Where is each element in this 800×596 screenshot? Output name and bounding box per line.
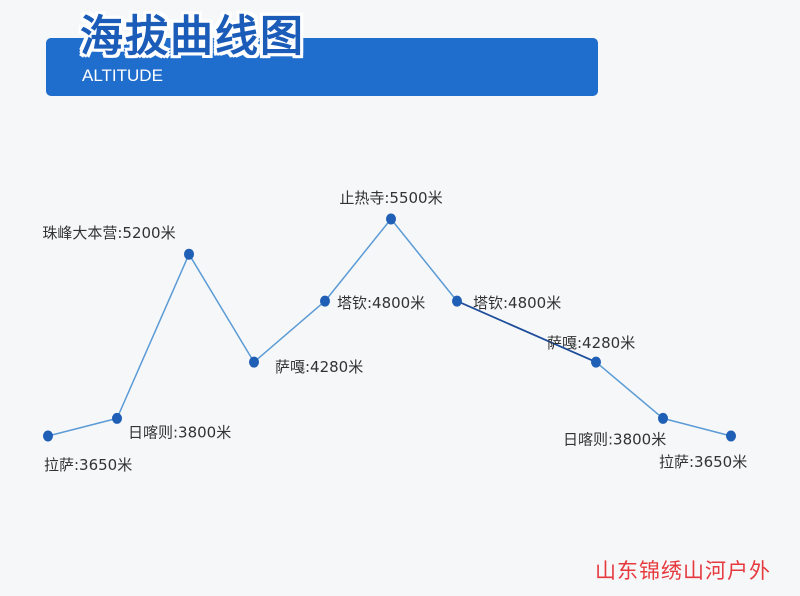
data-point [591, 356, 601, 368]
line-segment [390, 218, 458, 302]
footer-watermark: 山东锦绣山河户外 [595, 559, 771, 583]
line-segment [662, 417, 732, 437]
data-point [320, 295, 330, 307]
data-label: 拉萨:3650米 [44, 456, 132, 474]
data-point [43, 430, 53, 442]
line-segment [253, 300, 326, 363]
title-banner [46, 38, 598, 96]
data-point [184, 248, 194, 260]
chart-subtitle: ALTITUDE [82, 66, 163, 85]
data-label: 日喀则:3800米 [128, 423, 231, 441]
data-point [112, 412, 122, 424]
data-label: 萨嘎:4280米 [547, 334, 635, 352]
data-label: 萨嘎:4280米 [275, 358, 363, 376]
data-label: 日喀则:3800米 [563, 430, 666, 448]
line-segment [116, 253, 190, 419]
data-label: 止热寺:5500米 [339, 189, 442, 207]
line-segment [456, 300, 597, 363]
data-point [386, 213, 396, 225]
data-point [658, 412, 668, 424]
line-segment [595, 361, 664, 419]
data-label: 拉萨:3650米 [659, 453, 747, 471]
line-segment [188, 253, 255, 363]
data-label: 珠峰大本营:5200米 [42, 224, 175, 242]
line-segment [47, 417, 118, 437]
data-point [452, 295, 462, 307]
chart-title: 海拔曲线图 [80, 12, 305, 62]
data-point [249, 356, 259, 368]
line-segment [324, 218, 392, 302]
data-label: 塔钦:4800米 [337, 294, 425, 312]
data-label: 塔钦:4800米 [473, 294, 561, 312]
data-point [726, 430, 736, 442]
